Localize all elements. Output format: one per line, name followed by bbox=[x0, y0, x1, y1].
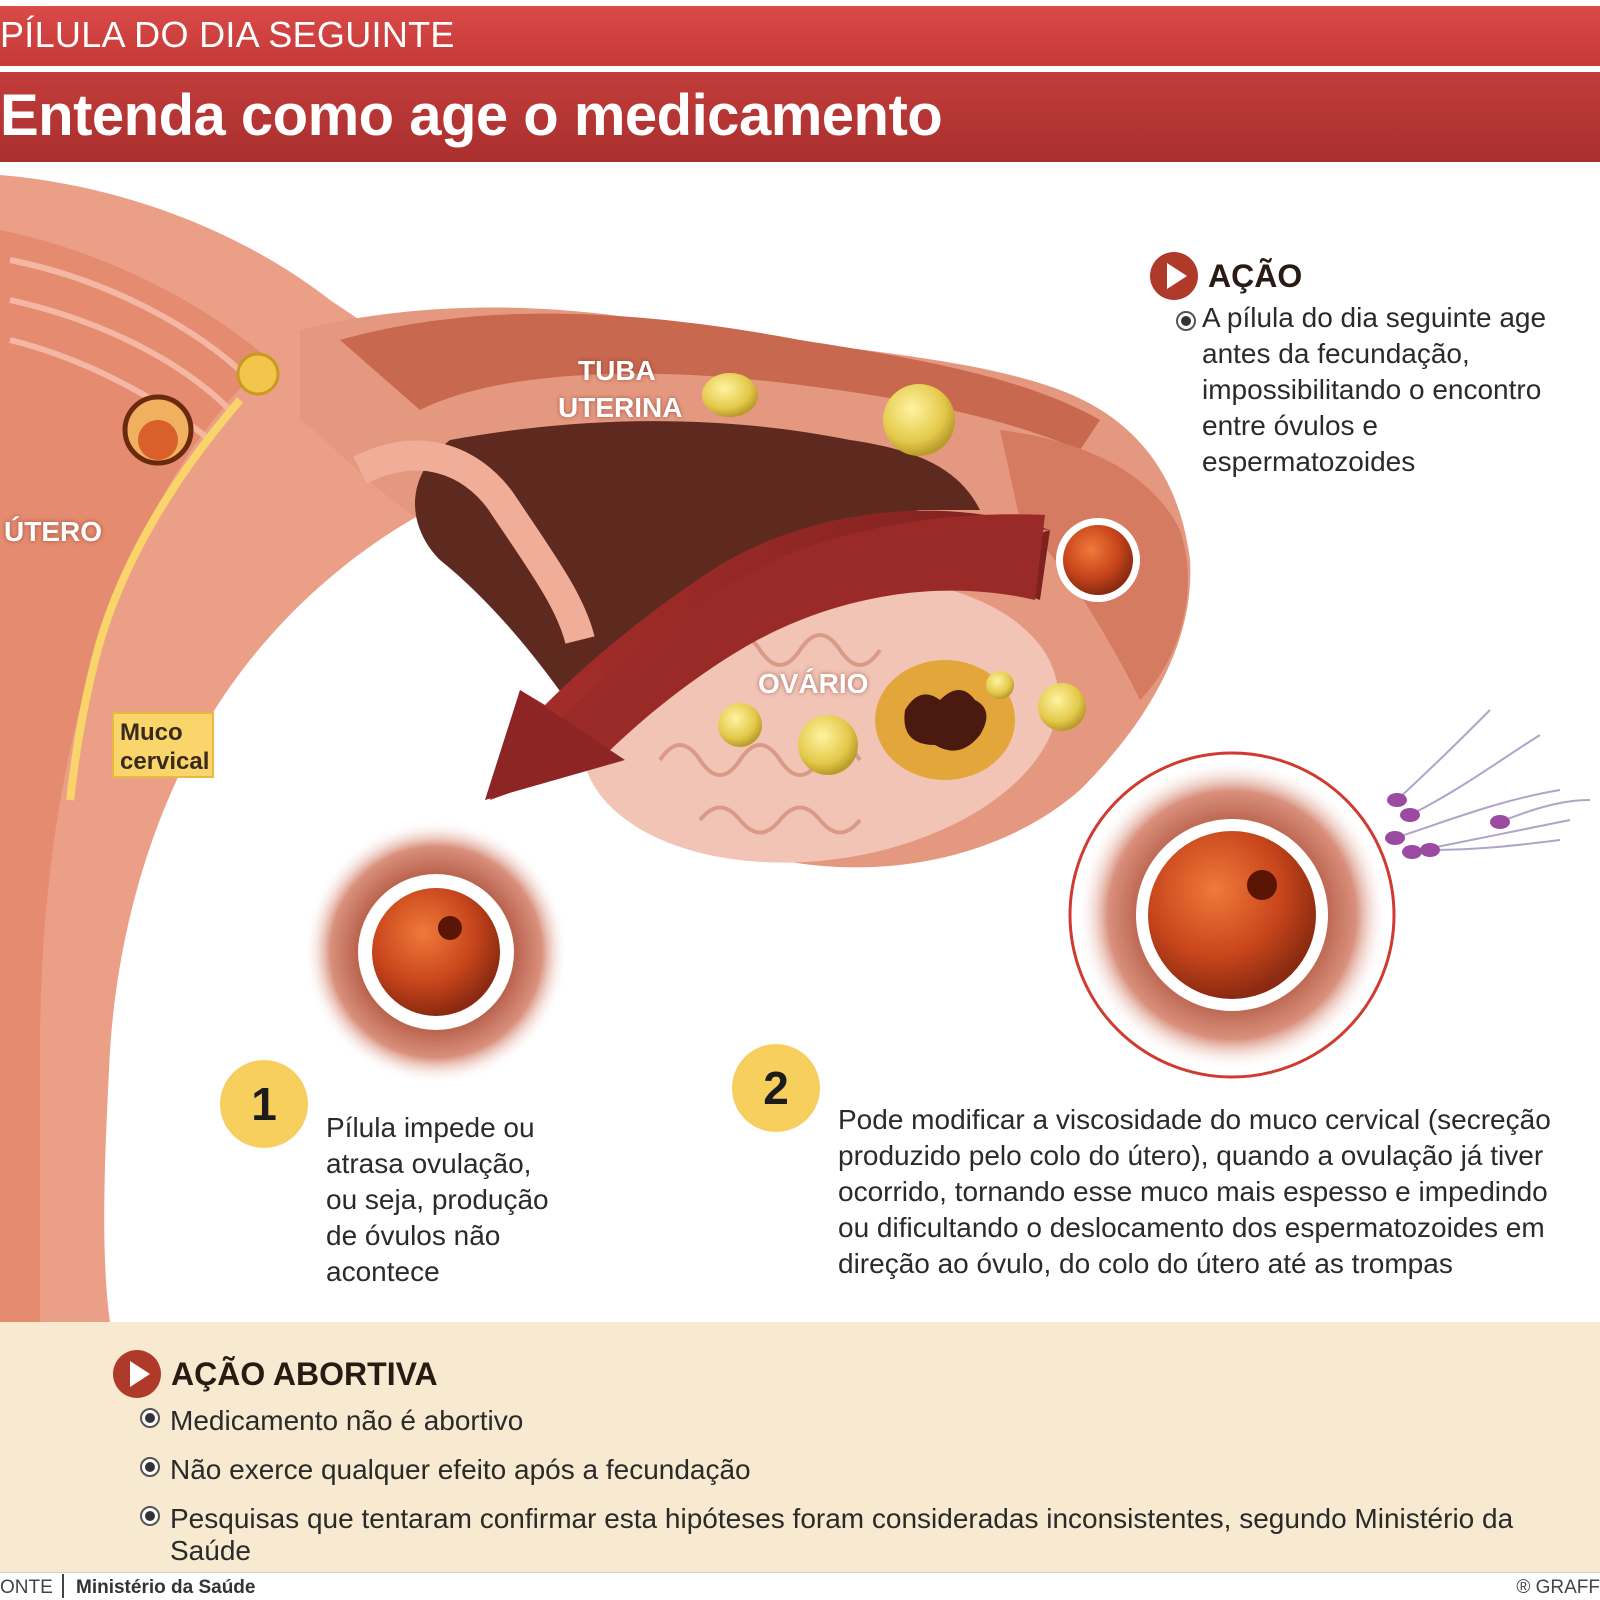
uterus-wall-shade bbox=[0, 230, 270, 1322]
process-arrow-head bbox=[485, 690, 625, 800]
blastocyst-inner bbox=[138, 420, 178, 460]
anatomy-illustration bbox=[0, 175, 1591, 1322]
follicle-4 bbox=[986, 671, 1014, 699]
sperm-cluster bbox=[1394, 709, 1591, 853]
tube-follicle-1 bbox=[883, 384, 955, 456]
step-1-line: Pílula impede ou bbox=[326, 1112, 535, 1143]
footer-credit: ® GRAFF bbox=[1516, 1577, 1600, 1598]
step-2-text: Pode modificar a viscosidade do muco cer… bbox=[838, 1102, 1598, 1282]
step-1-text: Pílula impede ou atrasa ovulação, ou sej… bbox=[326, 1110, 586, 1290]
page-title: Entenda como age o medicamento bbox=[0, 83, 943, 148]
step-2-line: Pode modificar a viscosidade do muco cer… bbox=[838, 1104, 1551, 1135]
footer-separator bbox=[62, 1574, 64, 1598]
acao-line: impossibilitando o encontro bbox=[1202, 374, 1542, 405]
acao-text: A pílula do dia seguinte age antes da fe… bbox=[1202, 300, 1582, 480]
play-icon bbox=[1150, 252, 1198, 300]
step-1-badge: 1 bbox=[220, 1060, 308, 1148]
bullet-icon bbox=[140, 1506, 160, 1526]
acao-line: antes da fecundação, bbox=[1202, 338, 1470, 369]
footer-source-org: Ministério da Saúde bbox=[76, 1577, 256, 1598]
label-utero: ÚTERO bbox=[4, 516, 102, 547]
acao-line: entre óvulos e bbox=[1202, 410, 1378, 441]
header-title-bar bbox=[0, 72, 1600, 162]
process-arrow-body bbox=[560, 514, 1045, 760]
acao-heading-text: AÇÃO bbox=[1208, 257, 1303, 294]
abortiva-item: Pesquisas que tentaram confirmar esta hi… bbox=[170, 1503, 1514, 1566]
abortiva-item: Medicamento não é abortivo bbox=[170, 1405, 524, 1436]
footer bbox=[0, 1572, 1600, 1600]
acao-line: espermatozoides bbox=[1202, 446, 1416, 477]
muco-line-1: Muco bbox=[120, 719, 183, 746]
step-1-line: atrasa ovulação, bbox=[326, 1148, 532, 1179]
muco-line-2: cervical bbox=[120, 748, 210, 775]
follicle-2 bbox=[798, 715, 858, 775]
egg-2 bbox=[1148, 831, 1316, 999]
bullet-icon bbox=[140, 1457, 160, 1477]
tube-band bbox=[340, 313, 1100, 450]
corpus-luteum-center bbox=[904, 690, 987, 751]
step-2-line: ocorrido, tornando esse muco mais espess… bbox=[838, 1176, 1548, 1207]
acao-abortiva-heading-text: AÇÃO ABORTIVA bbox=[171, 1355, 438, 1392]
acao-abortiva-heading: AÇÃO ABORTIVA bbox=[113, 1350, 438, 1398]
tube-cavity bbox=[415, 421, 980, 720]
acao-line: A pílula do dia seguinte age bbox=[1202, 302, 1547, 333]
muco-cervical-line bbox=[66, 397, 244, 801]
step-1-line: de óvulos não bbox=[326, 1220, 501, 1251]
follicle-1 bbox=[718, 703, 762, 747]
footer-source-label: ONTE bbox=[0, 1577, 53, 1598]
sperm-heads bbox=[1385, 793, 1510, 859]
follicle-3 bbox=[1038, 683, 1086, 731]
step-1-line: ou seja, produção bbox=[326, 1184, 549, 1215]
cavity-edge bbox=[353, 440, 595, 645]
egg-2-outline bbox=[1068, 751, 1396, 1079]
abortiva-item: Não exerce qualquer efeito após a fecund… bbox=[170, 1454, 751, 1485]
play-icon bbox=[113, 1350, 161, 1398]
label-tuba: TUBA bbox=[578, 355, 656, 386]
label-muco-cervical: Muco cervical bbox=[112, 712, 214, 778]
header-kicker: PÍLULA DO DIA SEGUINTE bbox=[0, 14, 455, 55]
bullet-icon bbox=[1176, 311, 1196, 331]
step-2-badge: 2 bbox=[732, 1044, 820, 1132]
egg-1-nucleus bbox=[438, 916, 462, 940]
step-2-line: ou dificultando o deslocamento dos esper… bbox=[838, 1212, 1545, 1243]
label-uterina: UTERINA bbox=[558, 392, 683, 423]
step-1-line: acontece bbox=[326, 1256, 440, 1287]
label-ovario: OVÁRIO bbox=[758, 668, 869, 699]
egg-1 bbox=[372, 888, 500, 1016]
acao-abortiva-panel bbox=[0, 1322, 1600, 1572]
morula bbox=[236, 352, 280, 396]
header-kicker-bar bbox=[0, 6, 1600, 66]
step-2-line: produzido pelo colo do útero), quando a … bbox=[838, 1140, 1544, 1171]
bullet-icon bbox=[140, 1408, 160, 1428]
tube-follicle-2 bbox=[702, 373, 758, 417]
egg-2-nucleus bbox=[1247, 870, 1277, 900]
acao-heading: AÇÃO bbox=[1150, 252, 1302, 300]
step-2-line: direção ao óvulo, do colo do útero até a… bbox=[838, 1248, 1453, 1279]
tube-egg bbox=[1063, 525, 1133, 595]
